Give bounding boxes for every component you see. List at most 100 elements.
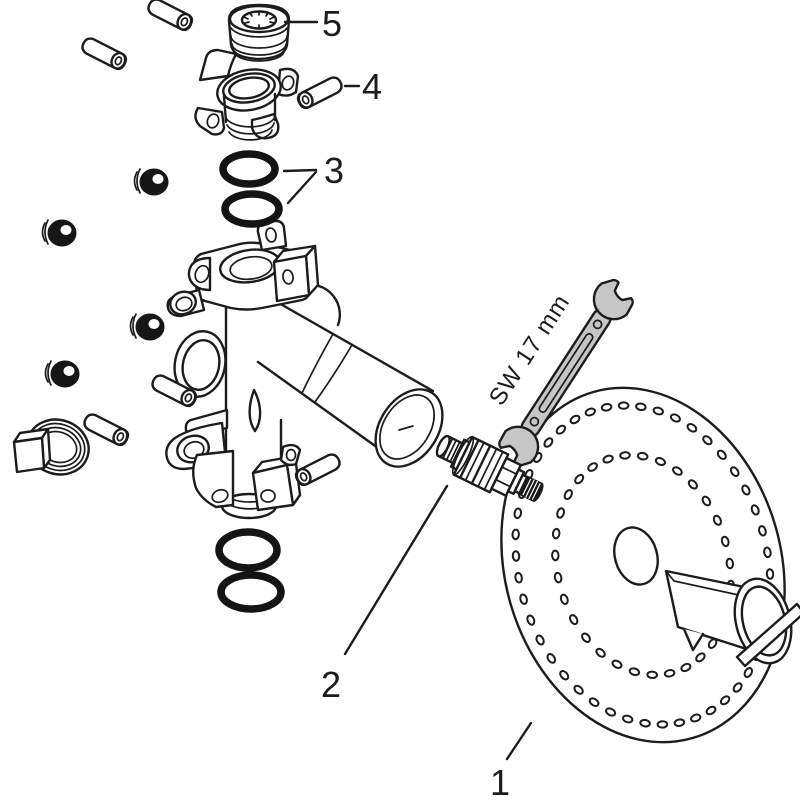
plate-hole: [719, 695, 731, 706]
cartridge-spline-tip: [518, 475, 544, 502]
plate-hole: [652, 406, 664, 416]
plate-hole: [680, 662, 692, 673]
plate-hole: [646, 670, 658, 680]
plate-hole: [569, 414, 581, 425]
plate-hole: [656, 720, 669, 729]
plate-hole: [546, 653, 557, 664]
plate-hole: [514, 571, 523, 584]
dowel-pin: [292, 450, 344, 489]
knob-grip-fin: [735, 602, 800, 668]
plate-hole: [611, 659, 623, 669]
plate-hole: [600, 403, 613, 412]
plate-hole: [672, 466, 683, 476]
plate-hole: [765, 568, 775, 580]
plate-hole: [584, 407, 596, 417]
plate-hole: [535, 634, 545, 646]
plate-hole: [543, 437, 554, 448]
plate-hole: [513, 507, 523, 520]
plate-hole: [654, 457, 666, 466]
plate-hole: [519, 593, 528, 605]
threaded-plug-ring: [227, 3, 291, 62]
plate-hole: [574, 473, 585, 485]
plate-hole: [636, 451, 649, 461]
plate-hole: [628, 667, 641, 677]
plate-hole: [602, 454, 614, 464]
callout-3: 3: [324, 150, 344, 191]
plate-hole: [725, 557, 735, 570]
plate-hole: [555, 424, 567, 435]
leader-line-3b: [286, 170, 318, 205]
plate-hole: [712, 514, 722, 526]
plate-hole: [686, 423, 698, 433]
plate-hole: [605, 707, 617, 717]
plate-hole: [720, 535, 730, 548]
plate-hole: [741, 484, 751, 496]
plate-hole: [617, 401, 630, 410]
plate-hole: [559, 670, 570, 681]
handle-knob: [664, 569, 800, 668]
plate-hole: [750, 504, 760, 516]
plate-hole: [729, 466, 740, 477]
plate-hole: [526, 614, 536, 626]
square-head-plug: [12, 418, 90, 476]
plate-hole: [716, 449, 727, 460]
plate-hole: [732, 682, 743, 693]
callout-1: 1: [490, 762, 510, 800]
plate-hole: [705, 705, 717, 716]
plate-hole: [587, 462, 598, 472]
plate-hole: [559, 593, 569, 605]
leader-line-3a: [282, 168, 318, 173]
plate-hole: [635, 402, 647, 412]
dowel-pin: [144, 0, 196, 34]
plate-hole: [581, 632, 591, 643]
plate-hole: [573, 684, 584, 695]
knurled-plug: [133, 168, 169, 196]
plate-hole: [556, 507, 565, 519]
plate-hole: [551, 549, 560, 562]
plate-hole: [563, 489, 573, 501]
callout-5: 5: [322, 3, 342, 44]
plate-hole: [619, 451, 631, 460]
mounting-bracket: [194, 48, 300, 141]
knurled-plug: [41, 219, 77, 247]
plate-hole: [690, 713, 702, 723]
o-ring: [217, 571, 285, 613]
plate-hole: [695, 652, 706, 663]
o-ring: [215, 528, 281, 572]
knurled-plug: [129, 313, 165, 341]
plate-hole: [595, 647, 606, 658]
plate-hole: [551, 527, 561, 540]
callout-2: 2: [321, 664, 341, 705]
valve-cartridge: [435, 434, 544, 502]
plate-hole: [569, 614, 579, 626]
plate-hole: [588, 697, 600, 707]
plate-hole: [743, 667, 754, 678]
open-end-wrench-icon: [493, 273, 639, 473]
leader-line-1: [505, 721, 533, 761]
plate-hole: [669, 413, 681, 423]
callout-4: 4: [362, 66, 382, 107]
plate-hole: [673, 718, 686, 727]
escutcheon-plate: [500, 386, 786, 744]
leader-line-2: [343, 484, 449, 656]
plate-hole: [553, 571, 563, 584]
plate-hole: [758, 525, 767, 537]
plate-hole: [702, 435, 713, 446]
dowel-pin: [78, 34, 130, 73]
plate-hole: [511, 550, 521, 562]
plate-hole: [511, 528, 520, 541]
o-ring: [221, 190, 283, 228]
plate-hole: [622, 714, 634, 724]
dowel-pin: [294, 73, 346, 112]
plate-hole: [663, 669, 676, 678]
o-ring: [219, 150, 279, 188]
knurled-plug: [44, 360, 80, 388]
plate-center-hole: [613, 526, 659, 586]
dowel-pin: [80, 410, 132, 449]
valve-body: [165, 219, 444, 520]
plate-hole: [687, 479, 698, 490]
plate-hole: [639, 718, 651, 728]
plate-hole: [701, 495, 712, 507]
